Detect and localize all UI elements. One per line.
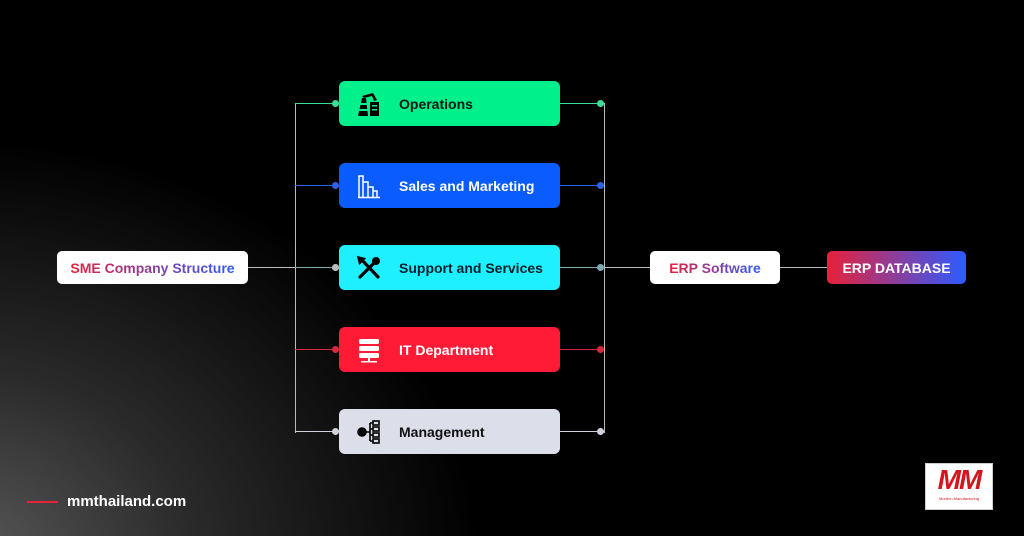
department-it-department: IT Department [339, 327, 560, 372]
logo-text: MM [937, 464, 983, 495]
connector [295, 349, 339, 350]
department-management: Management [339, 409, 560, 454]
connector [295, 103, 339, 104]
node-label: ERP DATABASE [842, 259, 951, 276]
connector [604, 103, 605, 433]
sme-company-structure-node: SME Company Structure [57, 251, 248, 284]
factory-icon [339, 90, 399, 118]
department-sales-and-marketing: Sales and Marketing [339, 163, 560, 208]
logo-subtext: Modern Manufacturing [938, 496, 980, 501]
connector-dot [597, 182, 604, 189]
connector-dot [597, 346, 604, 353]
connector-dot [332, 182, 339, 189]
buildings-chart-icon [339, 172, 399, 200]
connector-dot [597, 100, 604, 107]
server-icon [339, 336, 399, 364]
department-label: Support and Services [399, 259, 543, 276]
connector [560, 267, 604, 268]
connector [295, 431, 339, 432]
connector-dot [332, 428, 339, 435]
connector [295, 103, 296, 433]
department-label: Management [399, 423, 485, 440]
connector [560, 185, 604, 186]
department-support-and-services: Support and Services [339, 245, 560, 290]
department-label: IT Department [399, 341, 494, 358]
connector [560, 349, 604, 350]
department-label: Sales and Marketing [399, 177, 535, 194]
connector [248, 267, 295, 268]
connector-dot [597, 428, 604, 435]
erp-database-node: ERP DATABASE [827, 251, 966, 284]
tools-icon [339, 254, 399, 282]
node-label: SME Company Structure [70, 259, 235, 276]
hierarchy-icon [339, 418, 399, 446]
footer-site[interactable]: mmthailand.com [67, 493, 187, 510]
connector [295, 267, 339, 268]
connector [604, 267, 650, 268]
connector-dot [597, 264, 604, 271]
connector [295, 185, 339, 186]
department-operations: Operations [339, 81, 560, 126]
connector-dot [332, 346, 339, 353]
footer-line [27, 501, 58, 503]
department-label: Operations [399, 95, 473, 112]
connector-dot [332, 100, 339, 107]
connector [560, 103, 604, 104]
node-label: ERP Software [669, 259, 761, 276]
mm-logo: MM Modern Manufacturing [925, 463, 993, 510]
connector-dot [332, 264, 339, 271]
connector [780, 267, 827, 268]
connector [560, 431, 604, 432]
erp-software-node: ERP Software [650, 251, 780, 284]
